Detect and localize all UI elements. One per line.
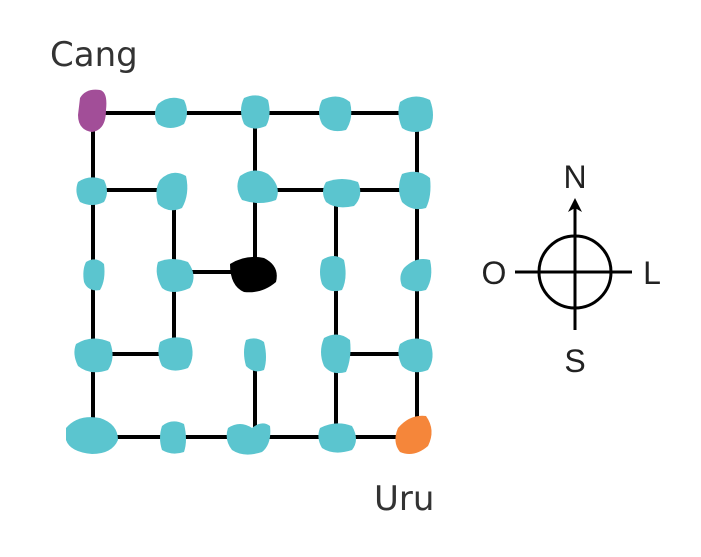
end-node-uru xyxy=(395,415,432,454)
compass-north-label: N xyxy=(563,159,586,195)
start-node-cang xyxy=(78,89,107,132)
village-node xyxy=(321,334,351,374)
village-node xyxy=(158,337,193,371)
compass-east-label: L xyxy=(643,255,661,291)
village-node xyxy=(400,259,432,292)
village-node xyxy=(155,97,187,128)
village-node xyxy=(160,421,186,454)
start-label: Cang xyxy=(50,35,138,75)
village-node xyxy=(319,96,352,132)
village-node xyxy=(318,423,356,453)
village-node xyxy=(76,177,107,205)
village-node xyxy=(323,179,361,208)
end-label: Uru xyxy=(374,479,434,519)
village-node xyxy=(66,417,118,454)
village-node xyxy=(244,338,266,372)
compass-rose: N S O L xyxy=(482,159,661,379)
village-node xyxy=(398,338,433,373)
compass-west-label: O xyxy=(482,255,507,291)
village-node xyxy=(226,423,271,455)
village-node xyxy=(398,96,433,132)
village-node xyxy=(237,170,278,203)
center-node xyxy=(230,256,277,293)
village-node xyxy=(399,171,431,210)
compass-south-label: S xyxy=(564,343,585,379)
village-node xyxy=(320,256,346,292)
village-node xyxy=(74,338,113,373)
village-node xyxy=(156,172,188,211)
village-node xyxy=(241,95,270,129)
village-node xyxy=(156,259,194,292)
north-arrow-icon xyxy=(568,198,582,212)
village-node xyxy=(83,259,105,291)
grid-nodes xyxy=(66,89,433,455)
